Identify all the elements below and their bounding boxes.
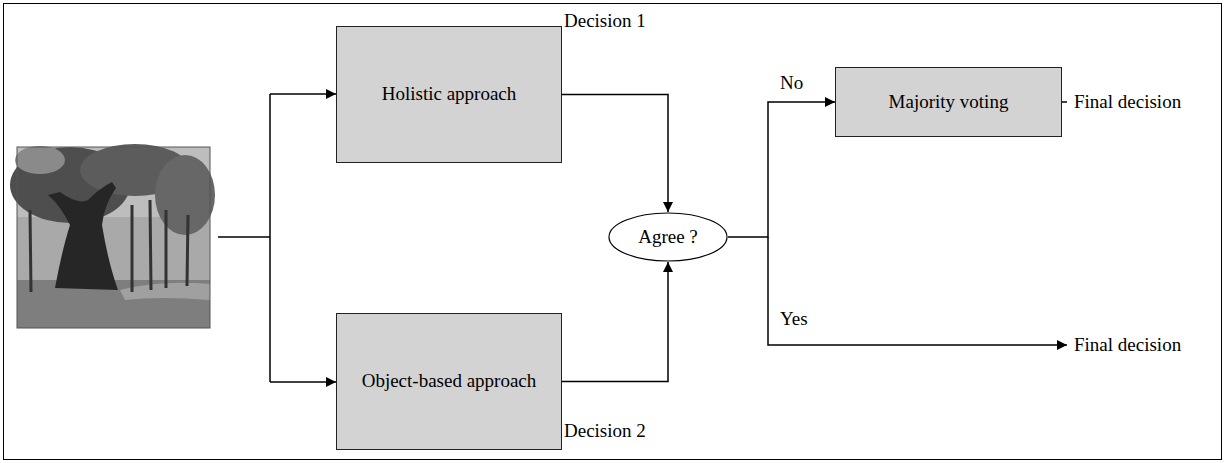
node-text: Majority voting — [889, 91, 1009, 114]
process-box: Holistic approach — [336, 26, 562, 163]
input-wire — [218, 236, 270, 238]
photo-foliage — [15, 146, 65, 174]
node-text: Agree ? — [638, 226, 698, 249]
text-group: Majority voting — [889, 91, 1009, 114]
flow-arrow — [562, 95, 668, 213]
photo-foliage — [155, 155, 215, 235]
branch-label: Yes — [778, 308, 810, 331]
photo-trunk — [48, 182, 118, 290]
tree-photo — [10, 144, 215, 328]
edge-label: No — [778, 72, 805, 95]
photo-border — [17, 147, 210, 328]
yes-arrow — [768, 237, 1067, 345]
text-group: Holistic approach — [382, 83, 517, 106]
vote-output-stub — [1062, 101, 1067, 103]
node-text: Object-based approach — [362, 370, 537, 393]
node-text: Holistic approach — [382, 83, 517, 106]
decision-ellipse: Agree ? — [608, 212, 728, 262]
figure-frame — [4, 4, 1222, 460]
text-group: Object-based approach — [362, 370, 537, 393]
flow-arrow — [728, 102, 835, 237]
input-wire — [269, 94, 271, 382]
process-box: Majority voting — [835, 67, 1062, 137]
ellipse-shape — [609, 213, 727, 261]
text-group: Agree ? — [638, 226, 698, 249]
input-wires — [218, 94, 336, 382]
output-label: Final decision — [1072, 91, 1183, 114]
output-label: Final decision — [1072, 334, 1183, 357]
edge-label: Decision 2 — [562, 420, 648, 443]
input-arrow — [270, 93, 336, 95]
input-arrow — [270, 381, 336, 383]
photo-thin-trunks — [30, 200, 188, 292]
output-wires — [768, 102, 1067, 345]
edge-label: Decision 1 — [562, 10, 648, 33]
process-box: Object-based approach — [336, 313, 562, 450]
flow-arrow — [562, 262, 668, 382]
